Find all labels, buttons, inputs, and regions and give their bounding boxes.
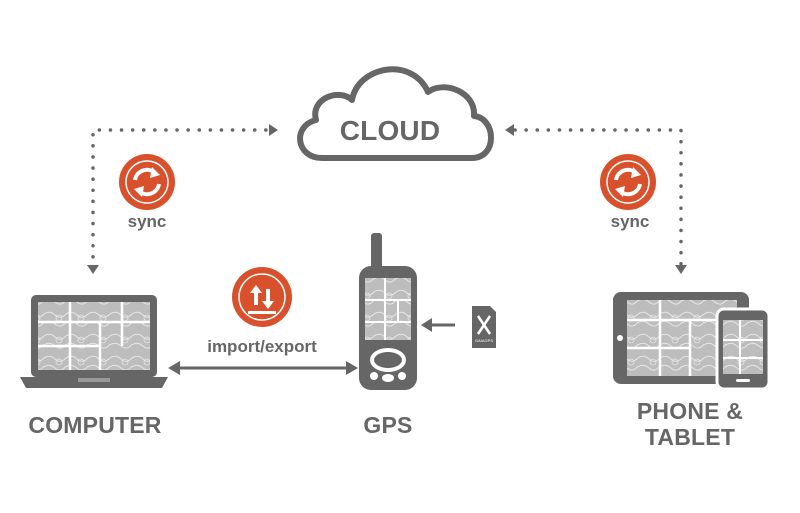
dotted-arrowhead-right-cloud bbox=[505, 124, 514, 136]
sd-card-icon: GAIAGPS bbox=[472, 306, 496, 348]
import-export-icon bbox=[232, 267, 292, 327]
sync-label-left: sync bbox=[127, 212, 167, 231]
phone-tablet-label: PHONE & TABLET bbox=[600, 398, 780, 450]
import-export-arrow bbox=[168, 361, 358, 375]
dotted-connector-right bbox=[513, 128, 683, 270]
computer-label: COMPUTER bbox=[28, 412, 162, 438]
import-export-label: import/export bbox=[207, 337, 317, 356]
gps-label: GPS bbox=[363, 412, 413, 438]
phone-tablet-line1: PHONE & bbox=[636, 398, 744, 424]
laptop-icon bbox=[20, 295, 168, 388]
sd-card-label: GAIAGPS bbox=[475, 338, 493, 343]
cloud-label: CLOUD bbox=[339, 115, 441, 146]
sync-icon bbox=[119, 154, 175, 210]
sd-card-arrow bbox=[421, 318, 455, 332]
gps-device-icon bbox=[359, 233, 417, 390]
phone-tablet-line2: TABLET bbox=[644, 424, 736, 450]
sync-icon bbox=[600, 154, 656, 210]
dotted-arrowhead-right-tablet bbox=[675, 265, 687, 274]
sync-label-right: sync bbox=[610, 212, 650, 231]
phone-icon bbox=[715, 307, 771, 391]
cloud-icon bbox=[297, 66, 494, 161]
dotted-arrowhead-left-computer bbox=[87, 265, 99, 274]
dotted-connector-left bbox=[91, 128, 270, 270]
dotted-arrowhead-left-cloud bbox=[269, 124, 278, 136]
